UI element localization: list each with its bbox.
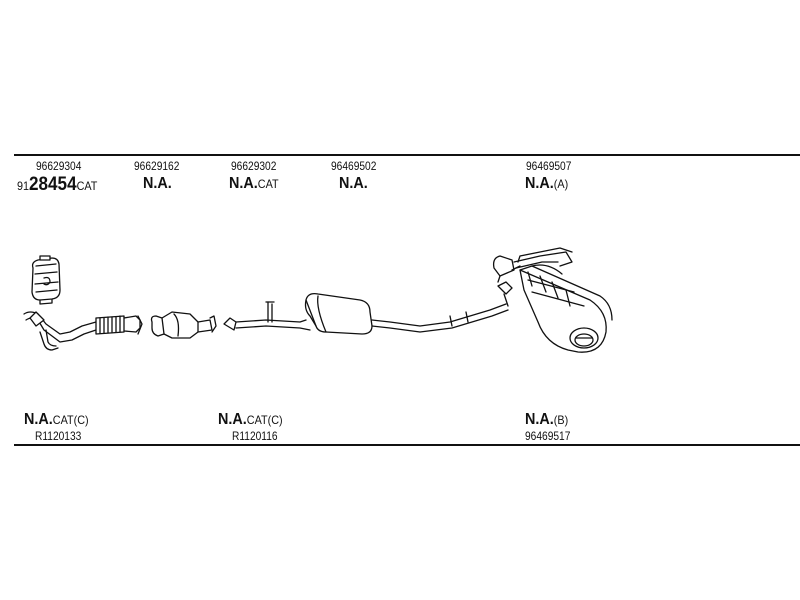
catalytic-converter-drawing xyxy=(31,255,61,305)
part-code: N.A. xyxy=(339,175,368,192)
part-number: 96469502 xyxy=(331,159,377,173)
part-number: 96629302 xyxy=(231,159,277,173)
part-code: N.A.(B) xyxy=(525,411,569,428)
part-number: 96629162 xyxy=(134,159,180,173)
part-code: N.A.CAT(C) xyxy=(218,411,283,428)
front-pipe-drawing xyxy=(23,311,143,351)
part-code: N.A. xyxy=(143,175,172,192)
part-number: 96469517 xyxy=(525,429,571,443)
part-number: R1120133 xyxy=(35,429,82,443)
part-code: 9128454CAT xyxy=(17,174,98,195)
part-code: N.A.CAT(C) xyxy=(24,411,89,428)
catalytic-converter-2-drawing xyxy=(150,311,217,339)
part-number: 96629304 xyxy=(36,159,82,173)
rear-silencer-drawing xyxy=(492,247,613,353)
part-code: N.A.(A) xyxy=(525,175,569,192)
part-number: 96469507 xyxy=(526,159,572,173)
intermediate-pipe-drawing xyxy=(223,281,513,335)
bottom-divider xyxy=(14,444,800,446)
part-number: R1120116 xyxy=(232,429,278,443)
part-code: N.A.CAT xyxy=(229,175,279,192)
top-divider xyxy=(14,154,800,156)
